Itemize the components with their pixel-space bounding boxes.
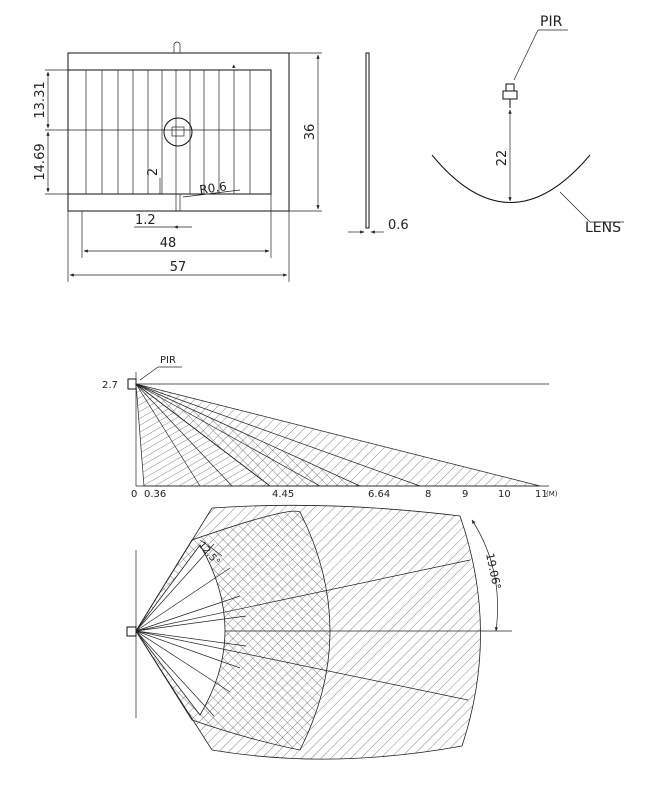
dim-height-top: 13.31 bbox=[33, 81, 48, 118]
lens-centre-circle bbox=[163, 117, 193, 147]
tick-2: 4.45 bbox=[272, 489, 294, 500]
fan-rays bbox=[135, 543, 471, 717]
inner-zone bbox=[135, 544, 226, 716]
tick-1: 0.36 bbox=[144, 489, 166, 500]
lens-label: LENS bbox=[585, 220, 621, 236]
dim-outer-width: 57 bbox=[170, 260, 187, 275]
lens-arc bbox=[431, 154, 591, 203]
tick-7: 11 bbox=[535, 489, 548, 500]
lens-side-view: 0.6 bbox=[348, 52, 409, 234]
dim-radius: R0.6 bbox=[198, 179, 227, 197]
tick-3: 6.64 bbox=[368, 489, 390, 500]
dim-rib: 2 bbox=[146, 168, 161, 176]
dim-thickness: 0.6 bbox=[388, 218, 409, 233]
mount-height: 2.7 bbox=[102, 380, 118, 391]
tick-5: 9 bbox=[462, 489, 468, 500]
pir-label-range: PIR bbox=[160, 355, 176, 366]
dim-inner-width: 48 bbox=[160, 236, 177, 251]
lens-front-view: ▴ 13.31 14.69 36 2 R0.6 1.2 48 bbox=[33, 41, 322, 282]
lens-facets bbox=[85, 70, 251, 194]
lens-outer-frame bbox=[67, 52, 290, 212]
dim-offset: 1.2 bbox=[135, 213, 156, 228]
side-detection-range: PIR 2.7 0 0.36 4.45 6.64 8 9 10 11 (M) bbox=[102, 355, 558, 500]
pir-sensor-top-icon bbox=[126, 626, 137, 637]
dim-height-bottom: 14.69 bbox=[33, 143, 48, 180]
tick-6: 10 bbox=[498, 489, 511, 500]
top-detection-range: 12.5° 19.06° bbox=[126, 504, 512, 760]
pir-sensor-side-icon bbox=[127, 378, 137, 390]
dim-total-height: 36 bbox=[303, 124, 318, 141]
pir-sensor-icon bbox=[502, 83, 518, 108]
tick-0: 0 bbox=[131, 489, 137, 500]
svg-text:▴: ▴ bbox=[232, 62, 236, 70]
lens-side-profile bbox=[365, 52, 370, 229]
sensor-lens-geometry: PIR 22 LENS bbox=[431, 14, 624, 236]
pir-label-top: PIR bbox=[540, 14, 563, 30]
dim-focal: 22 bbox=[495, 150, 510, 167]
lens-window bbox=[67, 69, 272, 195]
range-unit: (M) bbox=[546, 490, 558, 498]
tick-4: 8 bbox=[425, 489, 431, 500]
angle-large: 19.06° bbox=[483, 552, 503, 591]
